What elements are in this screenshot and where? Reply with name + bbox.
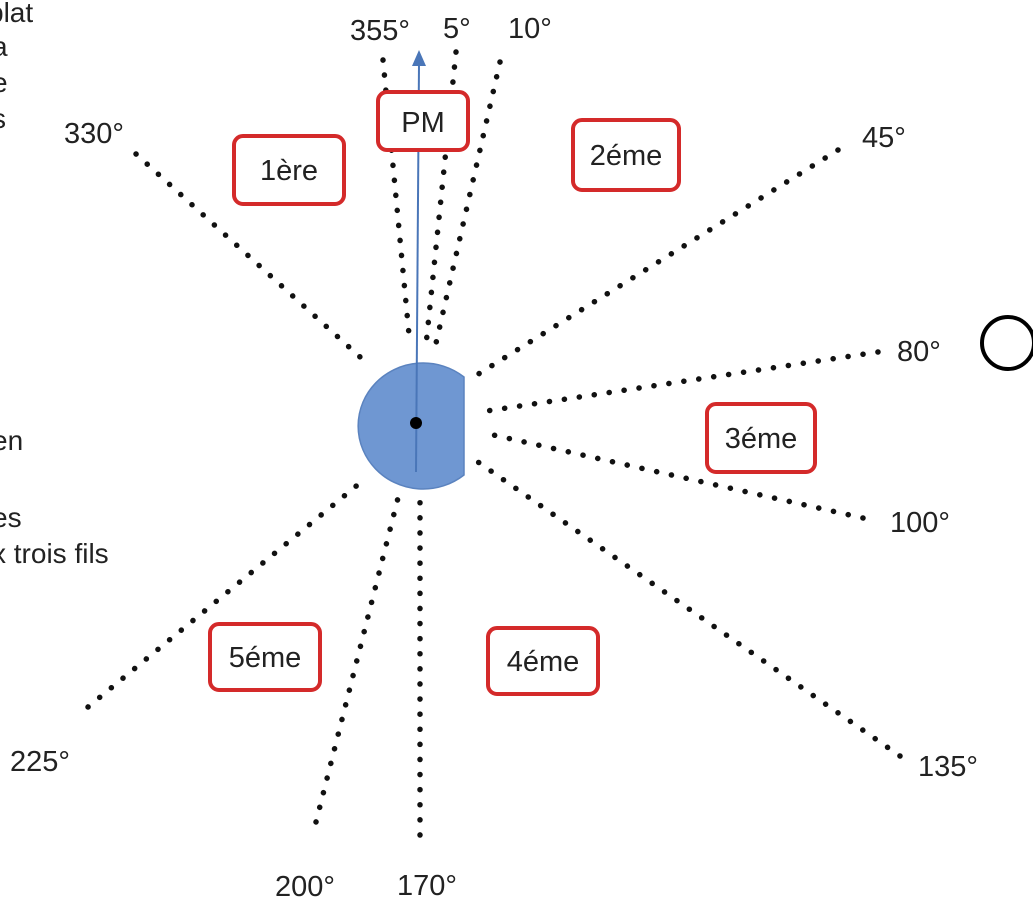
angle-label-80: 80° <box>897 336 941 368</box>
zone-pm: PM <box>376 90 470 152</box>
angle-label-355: 355° <box>350 15 410 47</box>
zone-5eme-label: 5éme <box>229 642 302 674</box>
zone-4eme: 4éme <box>486 626 600 696</box>
angle-label-100: 100° <box>890 507 950 539</box>
side-text-4: s <box>0 103 6 134</box>
angle-label-10: 10° <box>508 13 552 45</box>
side-text-2: a <box>0 31 8 62</box>
zone-5eme: 5éme <box>208 622 322 692</box>
zone-2eme-label: 2éme <box>590 140 663 172</box>
angle-label-225: 225° <box>10 746 70 778</box>
ray-225 <box>85 475 369 710</box>
zone-2eme: 2éme <box>571 118 681 192</box>
side-text-5: en <box>0 425 23 456</box>
angle-label-170: 170° <box>397 870 457 902</box>
ray-10 <box>431 59 503 355</box>
zone-3eme: 3éme <box>705 402 817 474</box>
center-dot <box>410 417 422 429</box>
ray-100 <box>477 429 866 521</box>
side-text-3: e <box>0 67 8 98</box>
ray-135 <box>475 459 903 759</box>
zone-pm-label: PM <box>401 107 445 139</box>
angle-label-5: 5° <box>443 13 471 45</box>
zone-1ere: 1ère <box>232 134 346 206</box>
side-text-7: x trois fils <box>0 538 109 569</box>
angle-label-135: 135° <box>918 751 978 783</box>
side-text-1: plat <box>0 0 33 28</box>
zone-1ere-label: 1ère <box>260 155 318 187</box>
ray-200 <box>313 495 401 825</box>
angle-label-200: 200° <box>275 871 335 903</box>
open-circle-icon <box>980 315 1033 371</box>
zone-4eme-label: 4éme <box>507 646 580 678</box>
angle-label-45: 45° <box>862 122 906 154</box>
angle-label-330: 330° <box>64 118 124 150</box>
ray-80 <box>477 349 881 415</box>
zone-3eme-label: 3éme <box>725 423 798 455</box>
side-text-6: es <box>0 502 22 533</box>
north-arrow-icon <box>412 50 426 66</box>
